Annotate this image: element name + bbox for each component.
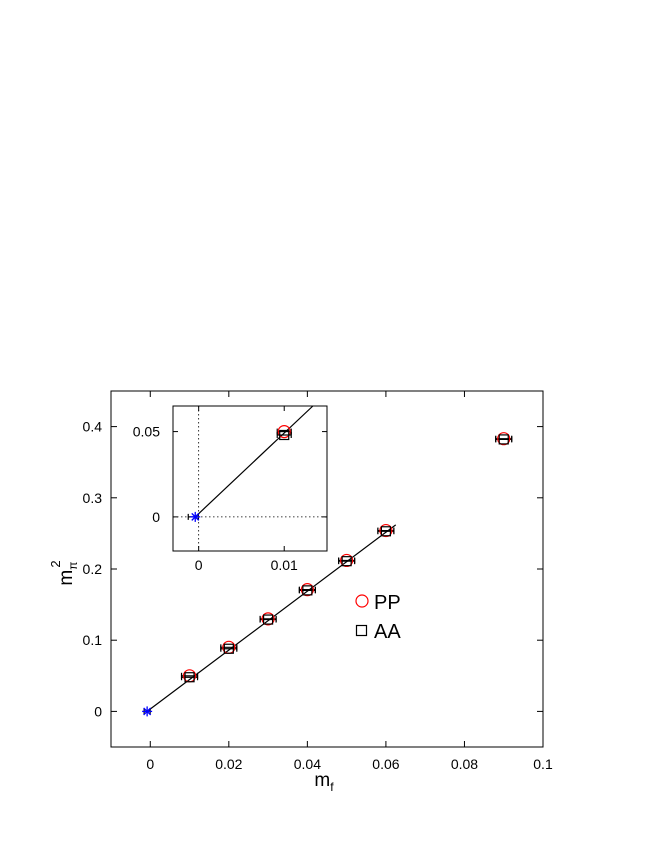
inset-reference-lines (173, 406, 327, 551)
inset-fit-line-group (194, 405, 314, 518)
inset-aa-point (279, 429, 290, 441)
pp-point (300, 583, 314, 597)
main-x-ticks: 0 0.02 0.04 0.06 0.08 0.1 (146, 391, 553, 772)
error-bar (259, 616, 277, 623)
inset-y-tick-label: 0 (152, 509, 160, 525)
inset-x-tick-label: 0.01 (271, 557, 298, 573)
error-bar (298, 587, 316, 594)
legend-label-pp: PP (374, 592, 401, 614)
aa-point (262, 614, 274, 625)
aa-point (380, 526, 392, 537)
x-tick-label: 0.02 (215, 756, 242, 772)
inset-fit-line (194, 405, 314, 518)
x-tick-label: 0.04 (294, 756, 321, 772)
pp-point (261, 612, 275, 626)
error-bar (377, 528, 395, 535)
inset-pp-point (277, 424, 291, 439)
y-tick-label: 0.3 (83, 490, 103, 506)
aa-point (184, 672, 195, 683)
inset-y-tick-label: 0.05 (133, 424, 160, 440)
chiral-limit-point (142, 706, 153, 717)
pp-point (379, 523, 393, 538)
legend: PP AA (355, 592, 401, 643)
main-data-points (142, 432, 513, 717)
x-tick-label: 0 (146, 756, 154, 772)
main-fit-line-group (146, 524, 397, 712)
main-plot: 0 0.02 0.04 0.06 0.08 0.1 0 0.1 0.2 0.3 0.4 mf mπ… (48, 390, 553, 794)
inset-data-points (187, 424, 292, 522)
aa-point (341, 556, 352, 567)
y-tick-label: 0.2 (83, 561, 103, 577)
inset-y-ticks: 00.05 (133, 424, 327, 525)
legend-square-marker (355, 624, 368, 637)
legend-label-aa: AA (374, 621, 401, 643)
inset-x-tick-label: 0 (195, 557, 203, 573)
x-tick-label: 0.06 (372, 756, 399, 772)
legend-circle-marker (355, 594, 369, 608)
error-bar (495, 436, 513, 443)
error-bar (338, 558, 356, 565)
aa-point (302, 585, 313, 596)
pp-point (340, 553, 354, 568)
fit-line (146, 524, 397, 712)
aa-point (498, 434, 509, 445)
pp-point (497, 432, 511, 446)
y-tick-label: 0.1 (83, 632, 103, 648)
x-tick-label: 0.08 (451, 756, 478, 772)
y-tick-label: 0.4 (83, 419, 103, 435)
aa-point (223, 643, 234, 654)
y-axis-label: mπ2 (48, 560, 80, 585)
main-y-ticks: 0 0.1 0.2 0.3 0.4 (83, 419, 543, 719)
y-tick-label: 0 (94, 703, 102, 719)
inset-chiral-limit-point (190, 511, 201, 522)
inset-frame (172, 405, 328, 552)
x-tick-label: 0.1 (533, 756, 553, 772)
x-axis-label: mf (314, 770, 334, 794)
